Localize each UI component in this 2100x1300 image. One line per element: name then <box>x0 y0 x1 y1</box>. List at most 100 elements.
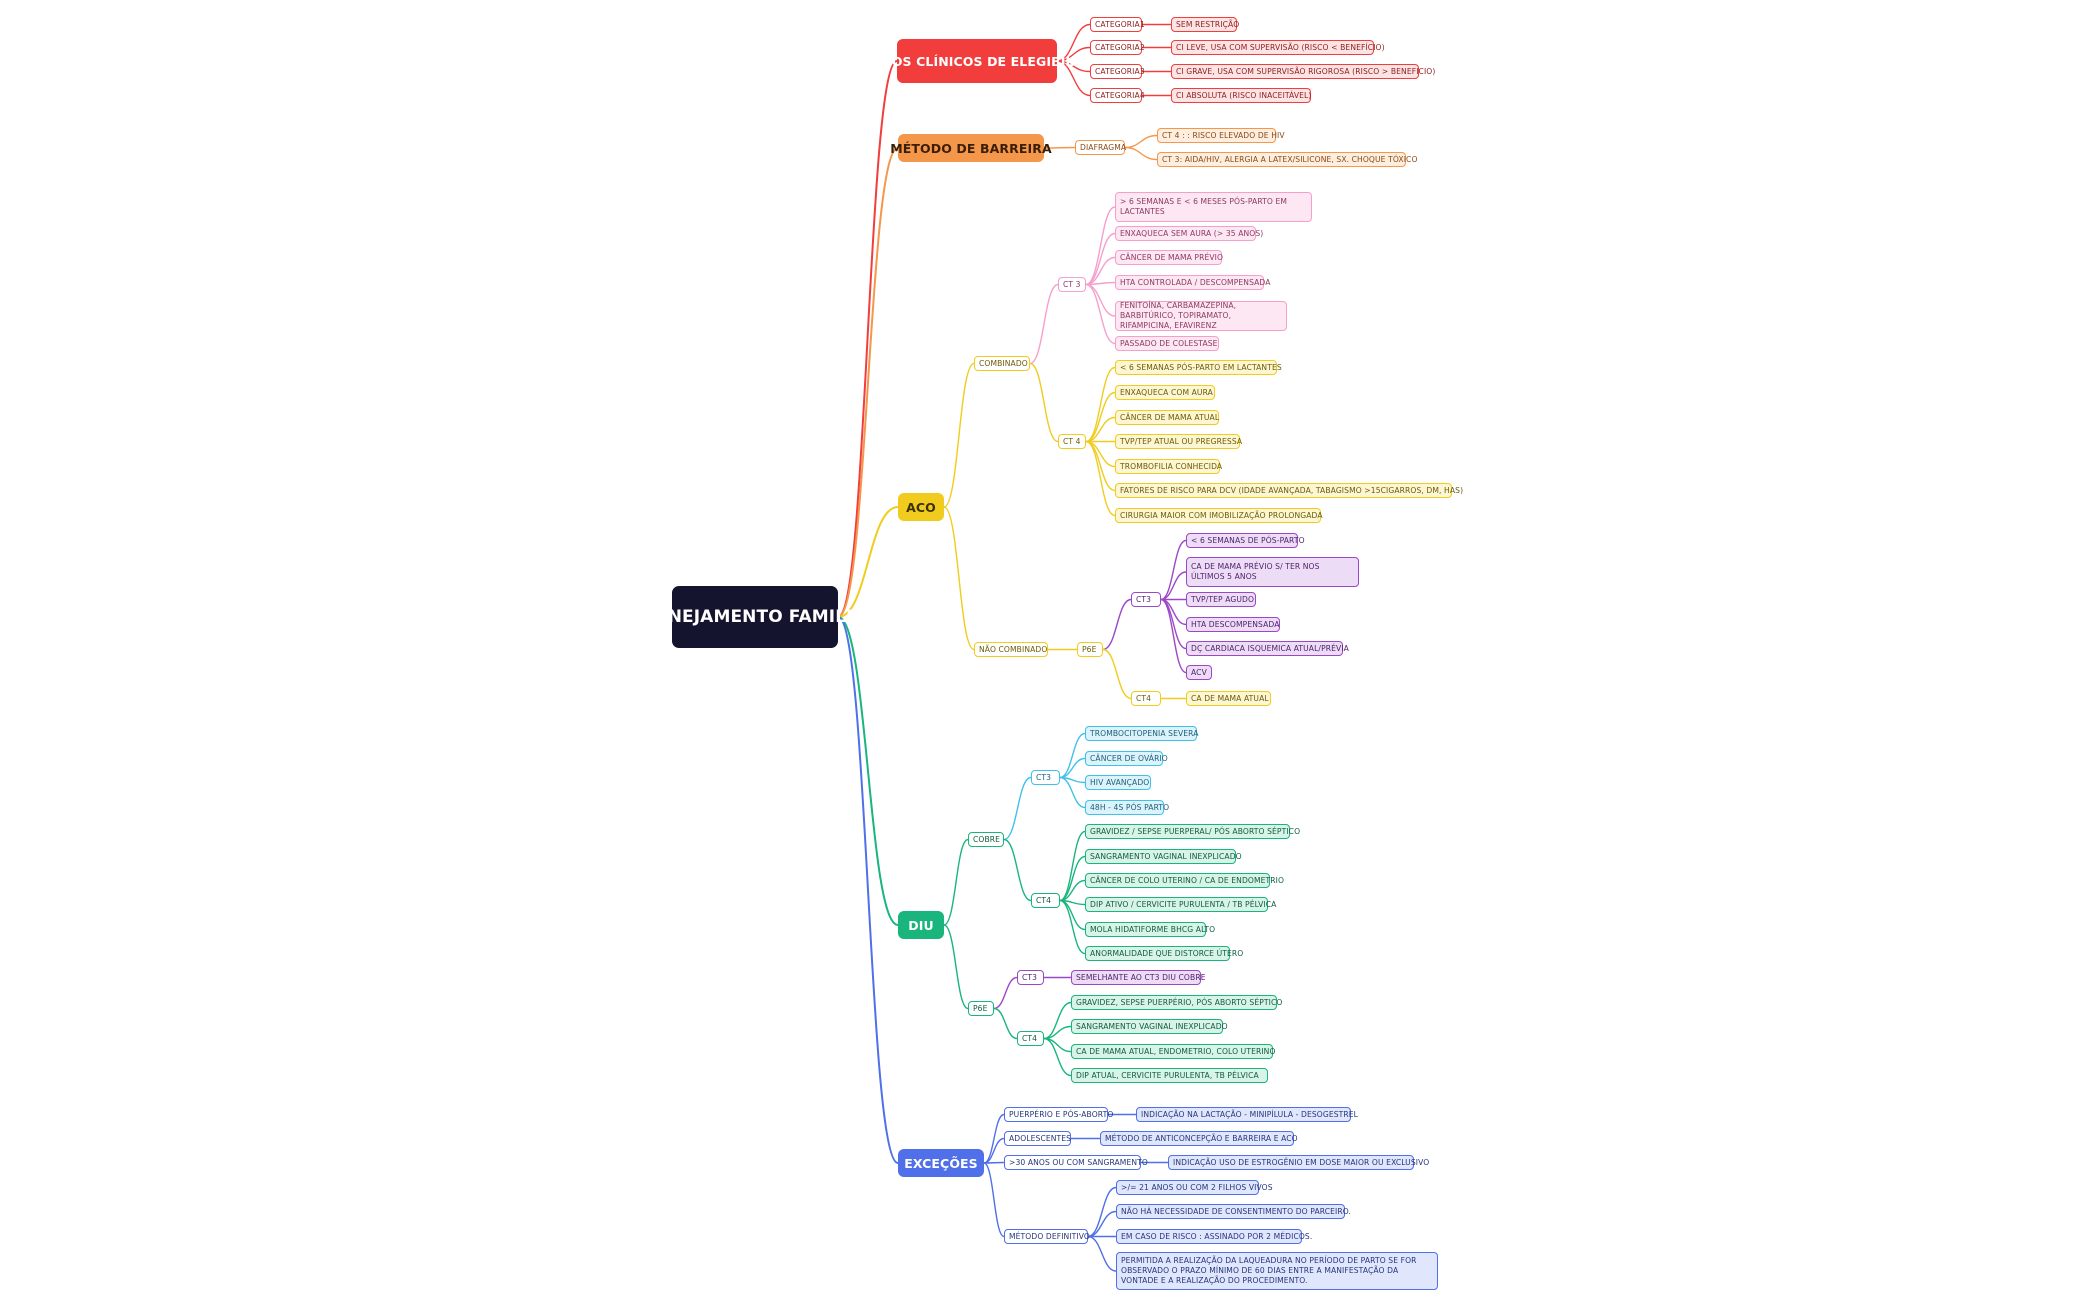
node-nc-ct4[interactable]: CT4 <box>1131 691 1161 706</box>
node-comb-ct4-2[interactable]: ENXAQUECA COM AURA <box>1115 385 1215 400</box>
node-criterios[interactable]: CRITÉRIOS CLÍNICOS DE ELEGIBILIDADE <box>836 39 1118 83</box>
node-cobre-ct4-1[interactable]: GRAVIDEZ / SEPSE PUERPERAL/ PÓS ABORTO S… <box>1085 824 1300 839</box>
node-barreira[interactable]: MÉTODO DE BARREIRA <box>890 134 1052 162</box>
connector-cat1 <box>1056 23 1091 62</box>
node-comb-ct3[interactable]: CT 3 <box>1058 277 1086 292</box>
node-cobre-ct4[interactable]: CT4 <box>1031 893 1060 908</box>
node-comb-ct4-1[interactable]: < 6 SEMANAS PÓS-PARTO EM LACTANTES <box>1115 360 1282 375</box>
connector-comb_ct3_3 <box>1085 256 1116 286</box>
node-comb-ct3-2[interactable]: ENXAQUECA SEM AURA (> 35 ANOS) <box>1115 226 1263 241</box>
connector-comb_ct4 <box>1029 362 1059 443</box>
connector-mais30 <box>983 1161 1005 1164</box>
node-cobre-ct4-6[interactable]: ANORMALIDADE QUE DISTORCE ÚTERO <box>1085 946 1243 961</box>
node-comb-ct4-6[interactable]: FATORES DE RISCO PARA DCV (IDADE AVANÇAD… <box>1115 483 1463 498</box>
node-definitivo-4[interactable]: PERMITIDA A REALIZAÇÃO DA LAQUEADURA NO … <box>1116 1252 1438 1290</box>
connector-comb_ct3_6 <box>1085 283 1116 345</box>
node-naocomb[interactable]: NÃO COMBINADO <box>974 642 1048 657</box>
node-cat4-desc[interactable]: CI ABSOLUTA (RISCO INACEITÁVEL) <box>1171 88 1311 103</box>
node-definitivo-1[interactable]: >/= 21 ANOS OU COM 2 FILHOS VIVOS <box>1116 1180 1273 1195</box>
connector-definitivo_2 <box>1087 1210 1117 1238</box>
node-p6e2-ct4-4[interactable]: DIP ATUAL, CERVICITE PURULENTA, TB PÉLVI… <box>1071 1068 1268 1083</box>
node-cat3-desc[interactable]: CI GRAVE, USA COM SUPERVISÃO RIGOROSA (R… <box>1171 64 1435 79</box>
node-comb-ct4-3[interactable]: CÂNCER DE MAMA ATUAL <box>1115 410 1219 425</box>
node-definitivo[interactable]: MÉTODO DEFINITIVO <box>1004 1229 1090 1244</box>
node-comb-ct4-5[interactable]: TROMBOFILIA CONHECIDA <box>1115 459 1222 474</box>
node-p6e2-ct3-1[interactable]: SEMELHANTE AO CT3 DIU COBRE <box>1071 970 1206 985</box>
node-combinado[interactable]: COMBINADO <box>974 356 1030 371</box>
node-p6e[interactable]: P6E <box>1077 642 1103 657</box>
node-definitivo-3[interactable]: EM CASO DE RISCO : ASSINADO POR 2 MÉDICO… <box>1116 1229 1312 1244</box>
node-diaf-ct3[interactable]: CT 3: AIDA/HIV, ALERGIA A LATEX/SILICONE… <box>1157 152 1417 167</box>
node-cobre-ct4-5[interactable]: MOLA HIDATIFORME BHCG ALTO <box>1085 922 1215 937</box>
node-cat2[interactable]: CATEGORIA2 <box>1090 40 1145 55</box>
node-diaf-ct4[interactable]: CT 4 : : RISCO ELEVADO DE HIV <box>1157 128 1285 143</box>
node-comb-ct3-1[interactable]: > 6 SEMANAS E < 6 MESES PÓS-PARTO EM LAC… <box>1115 192 1312 222</box>
node-diafragma[interactable]: DIAFRAGMA <box>1075 140 1126 155</box>
node-comb-ct3-6[interactable]: PASSADO DE COLESTASE <box>1115 336 1219 351</box>
connector-naocomb <box>943 506 975 651</box>
node-adolescentes-1[interactable]: MÉTODO DE ANTICONCEPÇÃO E BARREIRA E ACO <box>1100 1131 1298 1146</box>
connector-cobre <box>943 838 969 926</box>
node-cobre-ct4-4[interactable]: DIP ATIVO / CERVICITE PURULENTA / TB PÉL… <box>1085 897 1276 912</box>
node-mais30[interactable]: >30 ANOS OU COM SANGRAMENTO <box>1004 1155 1148 1170</box>
node-p6e2-ct4-3[interactable]: CA DE MAMA ATUAL, ENDOMETRIO, COLO UTERI… <box>1071 1044 1275 1059</box>
connector-cobre_ct3_1 <box>1059 732 1086 779</box>
node-p6e2-ct4-1[interactable]: GRAVIDEZ, SEPSE PUERPÉRIO, PÓS ABORTO SÉ… <box>1071 995 1282 1010</box>
connector-p6e2_ct4 <box>993 1007 1018 1040</box>
connector-nc_ct3 <box>1102 598 1132 651</box>
node-comb-ct4-4[interactable]: TVP/TEP ATUAL OU PREGRESSA <box>1115 434 1242 449</box>
connector-definitivo_1 <box>1087 1186 1117 1238</box>
node-adolescentes[interactable]: ADOLESCENTES <box>1004 1131 1071 1146</box>
node-nc-ct3-5[interactable]: DÇ CARDIACA ISQUEMICA ATUAL/PRÉVIA <box>1186 641 1349 656</box>
node-aco[interactable]: ACO <box>898 493 944 521</box>
node-root[interactable]: PLANEJAMENTO FAMILIAR <box>631 586 879 648</box>
node-nc-ct3-3[interactable]: TVP/TEP AGUDO <box>1186 592 1256 607</box>
connector-diafragma <box>1043 146 1076 149</box>
connector-adolescentes <box>983 1137 1005 1164</box>
node-nc-ct3-4[interactable]: HTA DESCOMPENSADA <box>1186 617 1280 632</box>
node-comb-ct4[interactable]: CT 4 <box>1058 434 1086 449</box>
node-definitivo-2[interactable]: NÃO HÁ NECESSIDADE DE CONSENTIMENTO DO P… <box>1116 1204 1351 1219</box>
node-comb-ct3-5[interactable]: FENITOÍNA, CARBAMAZEPINA, BARBITÚRICO, T… <box>1115 301 1287 331</box>
node-cobre-ct3-4[interactable]: 48H - 4S PÓS PARTO <box>1085 800 1169 815</box>
connector-definitivo_4 <box>1087 1235 1117 1272</box>
node-puerperio-1[interactable]: INDICAÇÃO NA LACTAÇÃO - MINIPÍLULA - DES… <box>1136 1107 1358 1122</box>
node-cobre[interactable]: COBRE <box>968 832 1004 847</box>
node-p6e2-ct4-2[interactable]: SANGRAMENTO VAGINAL INEXPLICADO <box>1071 1019 1228 1034</box>
connector-diaf_ct4 <box>1124 134 1158 149</box>
connector-nc_ct3_6 <box>1160 598 1187 674</box>
node-cobre-ct3-1[interactable]: TROMBOCITOPENIA SEVERA <box>1085 726 1198 741</box>
node-nc-ct3-1[interactable]: < 6 SEMANAS DE PÓS-PARTO <box>1186 533 1305 548</box>
node-p6e2-ct4[interactable]: CT4 <box>1017 1031 1044 1046</box>
connector-cobre_ct4_6 <box>1059 899 1086 955</box>
node-nc-ct3-6[interactable]: ACV <box>1186 665 1212 680</box>
node-p6e2-ct3[interactable]: CT3 <box>1017 970 1044 985</box>
node-cat1-desc[interactable]: SEM RESTRIÇÃO <box>1171 17 1239 32</box>
node-comb-ct3-3[interactable]: CÂNCER DE MAMA PRÉVIO <box>1115 250 1223 265</box>
node-cat2-desc[interactable]: CI LEVE, USA COM SUPERVISÃO (RISCO < BEN… <box>1171 40 1385 55</box>
node-cobre-ct3-2[interactable]: CÂNCER DE OVÁRIO <box>1085 751 1168 766</box>
node-nc-ct4-1[interactable]: CA DE MAMA ATUAL <box>1186 691 1271 706</box>
connector-cobre_ct3 <box>1003 776 1032 841</box>
connector-nc_ct3_2 <box>1160 571 1187 601</box>
node-puerperio[interactable]: PUERPÉRIO E PÓS-ABORTO <box>1004 1107 1113 1122</box>
connector-comb_ct4_1 <box>1085 366 1116 443</box>
node-cobre-ct3[interactable]: CT3 <box>1031 770 1060 785</box>
connector-excecoes <box>837 616 899 1164</box>
node-cobre-ct3-3[interactable]: HIV AVANÇADO <box>1085 775 1151 790</box>
node-comb-ct3-4[interactable]: HTA CONTROLADA / DESCOMPENSADA <box>1115 275 1270 290</box>
node-cat1[interactable]: CATEGORIA1 <box>1090 17 1145 32</box>
node-mais30-1[interactable]: INDICAÇÃO USO DE ESTROGÊNIO EM DOSE MAIO… <box>1168 1155 1429 1170</box>
node-nc-ct3[interactable]: CT3 <box>1131 592 1161 607</box>
node-excecoes[interactable]: EXCEÇÕES <box>898 1149 984 1177</box>
node-p6e2[interactable]: P6E <box>968 1001 994 1016</box>
node-comb-ct4-7[interactable]: CIRURGIA MAIOR COM IMOBILIZAÇÃO PROLONGA… <box>1115 508 1323 523</box>
node-diu[interactable]: DIU <box>898 911 944 939</box>
node-cat4[interactable]: CATEGORIA4 <box>1090 88 1145 103</box>
connector-p6e2_ct3 <box>993 976 1018 1010</box>
node-cobre-ct4-3[interactable]: CÂNCER DE COLO UTERINO / CA DE ENDOMETRI… <box>1085 873 1284 888</box>
node-cat3[interactable]: CATEGORIA3 <box>1090 64 1145 79</box>
node-cobre-ct4-2[interactable]: SANGRAMENTO VAGINAL INEXPLICADO <box>1085 849 1242 864</box>
node-nc-ct3-2[interactable]: CA DE MAMA PRÉVIO S/ TER NOS ÚLTIMOS 5 A… <box>1186 557 1359 587</box>
